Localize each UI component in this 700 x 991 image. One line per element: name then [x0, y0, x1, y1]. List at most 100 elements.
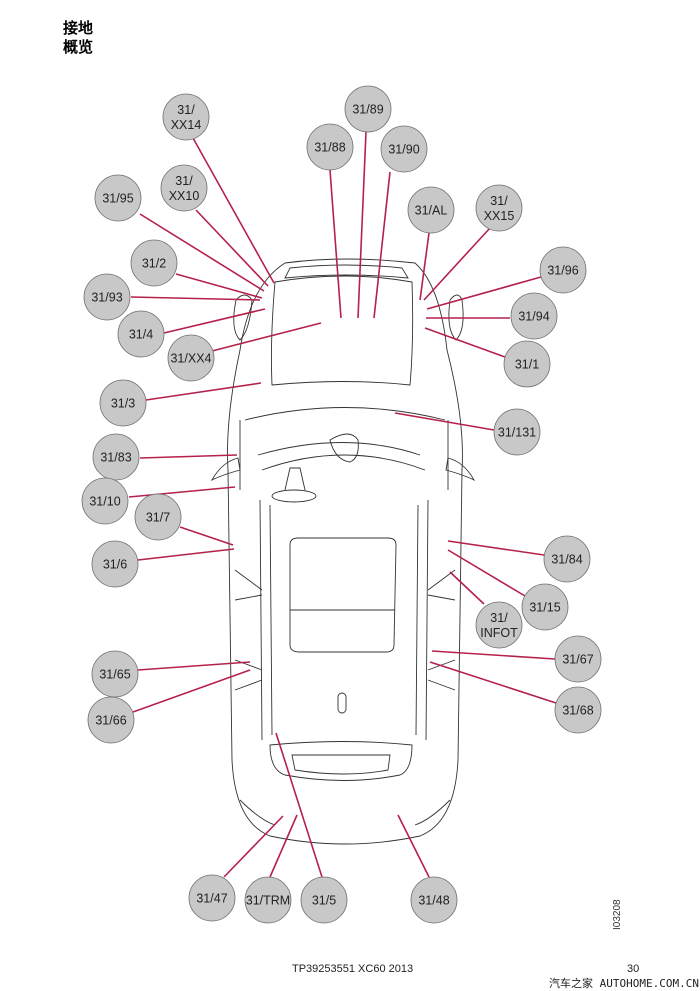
callout-label-line: 31/3	[111, 397, 135, 411]
leader-line	[431, 650, 556, 660]
callout-31-xx10: 31/XX10	[160, 164, 269, 287]
callout-circle	[410, 876, 458, 924]
callout-circle	[475, 184, 523, 232]
callout-31-93: 31/93	[83, 273, 261, 321]
callout-label: 31/84	[551, 553, 582, 567]
callout-31-67: 31/67	[431, 635, 602, 683]
callout-circle	[521, 583, 569, 631]
callout-label-line: 31/	[490, 611, 508, 625]
callout-label-line: 31/66	[95, 714, 126, 728]
leader-line	[275, 732, 323, 878]
callout-circle	[94, 174, 142, 222]
leader-line	[447, 540, 545, 556]
leader-line	[145, 382, 262, 401]
leader-line	[128, 486, 236, 498]
leader-line	[357, 131, 367, 319]
callout-31-84: 31/84	[447, 535, 591, 583]
callout-label-line: 31/TRM	[246, 894, 290, 908]
callout-circle	[117, 310, 165, 358]
callout-31-66: 31/66	[87, 669, 251, 744]
leader-line	[137, 548, 235, 561]
callout-circle	[167, 334, 215, 382]
callout-label-line: INFOT	[480, 626, 518, 640]
leader-line	[449, 571, 485, 605]
callout-31-5: 31/5	[275, 732, 348, 924]
callout-label-line: 31/48	[418, 894, 449, 908]
callout-circle	[162, 93, 210, 141]
callout-31-xx15: 31/XX15	[423, 184, 523, 301]
callout-label-line: 31/84	[551, 553, 582, 567]
callout-label: 31/94	[518, 310, 549, 324]
callout-label-line: 31/XX4	[170, 352, 211, 366]
callout-31-al: 31/AL	[407, 186, 455, 301]
title-line-1: 接地	[63, 19, 94, 37]
callout-label-line: 31/96	[547, 264, 578, 278]
callout-circle	[91, 540, 139, 588]
callout-label-line: 31/	[175, 174, 193, 188]
document-reference: TP39253551 XC60 2013	[292, 963, 414, 975]
callout-circle	[134, 493, 182, 541]
callout-31-131: 31/131	[394, 408, 541, 456]
page-title: 接地 概览	[63, 19, 93, 57]
callout-31-2: 31/2	[130, 239, 263, 299]
leader-line	[397, 814, 430, 878]
callout-circle	[380, 125, 428, 173]
callout-label-line: 31/AL	[415, 204, 448, 218]
callout-label-line: 31/47	[196, 892, 227, 906]
callout-31-95: 31/95	[94, 174, 265, 292]
callout-31-96: 31/96	[426, 246, 587, 310]
leader-line	[424, 327, 506, 358]
callout-circle	[300, 876, 348, 924]
callout-label-line: 31/6	[103, 558, 127, 572]
watermark: 汽车之家 AUTOHOME.COM.CN	[549, 977, 699, 990]
callout-label: 31/67	[562, 653, 593, 667]
callout-31-94: 31/94	[426, 292, 558, 340]
callout-label: 31/93	[91, 291, 122, 305]
leader-line	[175, 273, 263, 299]
callout-label: 31/48	[418, 894, 449, 908]
callout-31-xx14: 31/XX14	[162, 93, 275, 284]
leader-line	[223, 815, 284, 878]
callout-31-6: 31/6	[91, 540, 235, 588]
callout-31-47: 31/47	[188, 815, 284, 922]
leader-line	[373, 171, 391, 319]
callout-label: 31/131	[498, 426, 536, 440]
callout-label: 31/96	[547, 264, 578, 278]
callout-circle	[130, 239, 178, 287]
callout-label: 31/83	[100, 451, 131, 465]
callout-label-line: 31/65	[99, 668, 130, 682]
callout-label-line: 31/	[490, 194, 508, 208]
callout-31-trm: 31/TRM	[244, 814, 298, 924]
leader-line	[132, 669, 251, 713]
callout-label: 31/XX10	[169, 174, 200, 203]
callout-circle	[539, 246, 587, 294]
callout-label-line: 31/131	[498, 426, 536, 440]
callout-label-line: XX10	[169, 189, 200, 203]
leader-line	[429, 661, 557, 704]
callout-31-83: 31/83	[92, 433, 238, 481]
leader-line	[447, 549, 526, 597]
leader-line	[139, 454, 238, 459]
callout-label-line: 31/88	[314, 141, 345, 155]
callout-31-88: 31/88	[306, 123, 354, 319]
callout-31-48: 31/48	[397, 814, 458, 924]
callout-circle	[99, 379, 147, 427]
callout-31-10: 31/10	[81, 477, 236, 525]
leader-line	[137, 661, 251, 671]
image-id: I03208	[612, 899, 623, 930]
callout-label-line: 31/2	[142, 257, 166, 271]
callout-label: 31/TRM	[246, 894, 290, 908]
callout-31-infot: 31/INFOT	[449, 571, 523, 649]
callout-31-1: 31/1	[424, 327, 551, 388]
callout-label-line: 31/93	[91, 291, 122, 305]
callout-label: 31/2	[142, 257, 166, 271]
callout-label: 31/6	[103, 558, 127, 572]
leader-line	[139, 213, 265, 292]
callout-label: 31/1	[515, 358, 539, 372]
callout-label: 31/68	[562, 704, 593, 718]
callout-circle	[475, 601, 523, 649]
leader-line	[423, 227, 491, 301]
leader-line	[195, 209, 269, 287]
callout-31-15: 31/15	[447, 549, 569, 631]
callout-label: 31/4	[129, 328, 153, 342]
